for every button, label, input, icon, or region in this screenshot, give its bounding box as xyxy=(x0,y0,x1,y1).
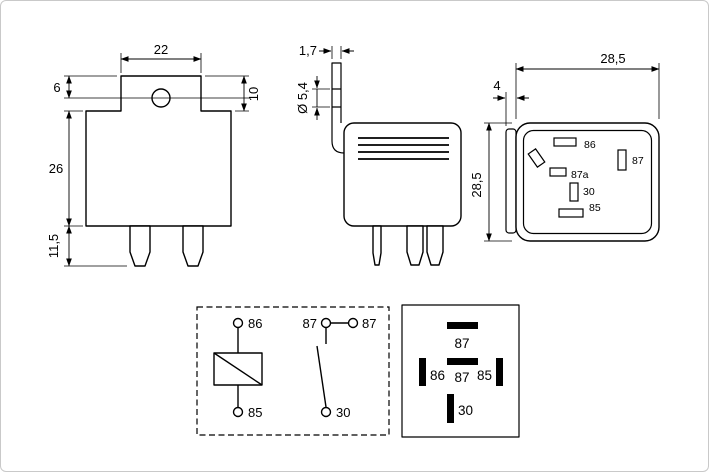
dimension-case-width: 28,5 xyxy=(515,51,660,119)
dim-label-6: 6 xyxy=(53,80,60,95)
terminal-circle-85 xyxy=(232,406,244,418)
side-pin-right xyxy=(426,225,444,266)
bottom-view: 86 87 87a 30 85 4 28,5 28,5 xyxy=(469,51,660,242)
dim-label-hole-diameter: Ø 5,4 xyxy=(295,82,310,114)
terminal-circle-86 xyxy=(232,317,244,329)
dimension-case-height: 28,5 xyxy=(469,122,512,242)
slot-86 xyxy=(553,137,577,147)
relay-front-silhouette xyxy=(85,75,232,227)
footprint-label-30: 30 xyxy=(458,403,473,418)
pin-label-30: 30 xyxy=(583,186,595,198)
terminal-label-85: 85 xyxy=(248,405,262,420)
footprint-label-87-center: 87 xyxy=(454,370,469,385)
footprint-label-85: 85 xyxy=(477,368,492,383)
case-inner-outline xyxy=(522,129,653,235)
footprint-bar-86 xyxy=(419,358,426,386)
dim-label-4: 4 xyxy=(493,78,500,93)
keying-slot xyxy=(527,148,546,168)
footprint-label-87-top: 87 xyxy=(454,336,469,351)
slot-87a xyxy=(549,167,567,177)
terminal-label-30: 30 xyxy=(336,405,350,420)
slot-87 xyxy=(617,149,627,171)
dim-label-22: 22 xyxy=(154,42,168,57)
side-pin-left xyxy=(406,225,424,266)
relay-boundary-box xyxy=(196,306,390,436)
mounting-bracket-profile xyxy=(331,62,342,141)
bracket-edge-strip xyxy=(505,128,517,234)
footprint-box xyxy=(401,304,520,438)
footprint-bar-87-top xyxy=(447,322,478,329)
terminal-circle-87-right xyxy=(347,317,359,329)
footprint-label-86: 86 xyxy=(430,368,445,383)
circuit-schematic: 86 87 87 85 30 xyxy=(196,306,390,436)
dimension-bracket-offset: 4 xyxy=(493,78,529,126)
front-pin-left xyxy=(129,225,151,267)
pin-footprint: 87 86 87 85 30 xyxy=(401,304,520,438)
pin-label-87a: 87a xyxy=(571,169,589,181)
dimension-tab-height: 10 xyxy=(205,75,261,112)
footprint-bar-30 xyxy=(447,394,454,423)
dimension-tab-width: 22 xyxy=(120,42,202,73)
pin-label-85: 85 xyxy=(589,202,601,214)
dimension-pin-length: 11,5 xyxy=(46,225,127,267)
footprint-bar-85 xyxy=(496,358,503,386)
front-pin-right xyxy=(182,225,204,267)
bracket-body-curve xyxy=(331,140,345,154)
relay-side-body xyxy=(343,122,462,227)
switch-arm xyxy=(316,345,327,408)
side-pin-edge xyxy=(372,225,382,266)
terminal-label-87-left: 87 xyxy=(303,316,317,331)
dim-label-26: 26 xyxy=(49,161,63,176)
label-sticker-lines xyxy=(358,137,449,160)
side-view: 1,7 Ø 5,4 xyxy=(295,43,462,266)
dim-label-10: 10 xyxy=(246,87,261,101)
front-view: 22 6 10 26 11,5 xyxy=(46,42,261,267)
dim-label-1-7: 1,7 xyxy=(299,43,317,58)
pin-label-87: 87 xyxy=(632,155,644,167)
slot-30 xyxy=(569,182,579,202)
terminal-label-87-right: 87 xyxy=(362,316,376,331)
dimension-tab-to-hole: 6 xyxy=(53,75,117,99)
pin-label-86: 86 xyxy=(584,139,596,151)
dimension-body-height: 26 xyxy=(49,110,83,227)
dim-label-28-5-height: 28,5 xyxy=(469,172,484,197)
terminal-label-86: 86 xyxy=(248,316,262,331)
slot-85 xyxy=(558,208,584,218)
terminal-circle-87-left xyxy=(320,317,332,329)
dim-label-28-5-width: 28,5 xyxy=(600,51,625,66)
dimension-hole-diameter: Ø 5,4 xyxy=(295,76,330,120)
footprint-bar-87-center xyxy=(447,358,478,365)
dim-label-11-5: 11,5 xyxy=(46,234,61,258)
terminal-circle-30 xyxy=(320,406,332,418)
coil-diagonal xyxy=(213,352,263,386)
dimension-bracket-thickness: 1,7 xyxy=(299,43,354,59)
